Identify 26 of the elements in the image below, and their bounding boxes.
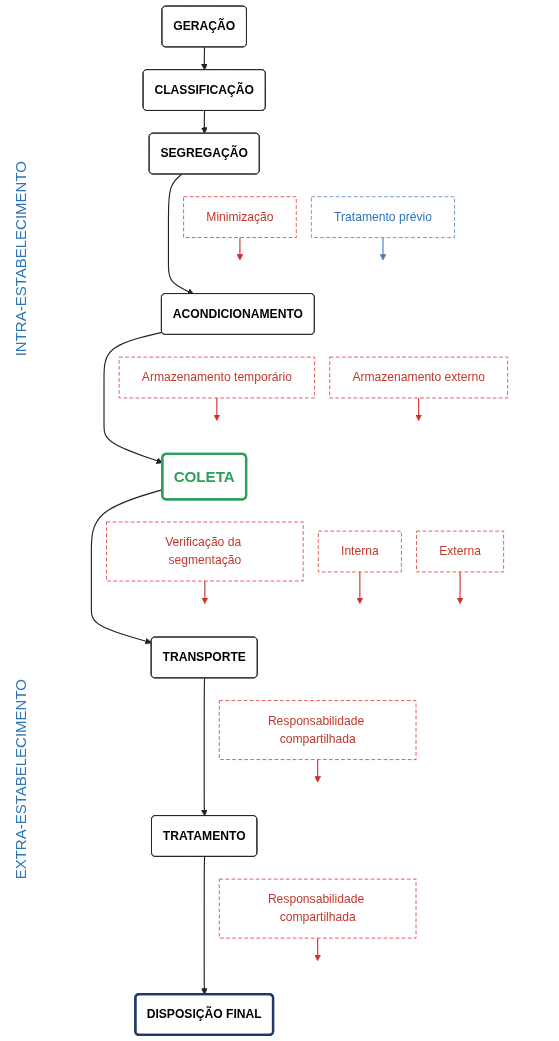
arrow <box>213 397 221 421</box>
node-box: Armazenamento externo <box>329 356 508 399</box>
arrow <box>201 580 209 604</box>
arrow <box>201 110 208 134</box>
node-box: Responsabilidade compartilhada <box>218 700 417 760</box>
arrow <box>356 571 364 604</box>
node-box: Minimização <box>183 196 297 238</box>
arrow <box>379 237 387 261</box>
section-label: INTRA-ESTABELECIMENTO <box>11 161 29 357</box>
arrow <box>103 331 163 464</box>
node-box: Tratamento prévio <box>311 196 455 238</box>
arrow <box>167 173 194 295</box>
arrow <box>201 46 208 71</box>
arrow <box>314 937 321 962</box>
arrow <box>201 856 208 995</box>
section-label: EXTRA-ESTABELECIMENTO <box>11 679 29 880</box>
arrow <box>415 397 422 421</box>
arrow <box>314 759 321 783</box>
node-box: Armazenamento temporário <box>118 356 315 399</box>
arrow <box>236 237 244 261</box>
arrow <box>456 571 464 604</box>
node-box: Interna <box>317 530 402 573</box>
node-box: Responsabilidade compartilhada <box>218 878 417 939</box>
node-box: Verificação da segmentação <box>106 521 304 582</box>
arrow <box>201 677 208 817</box>
node-box: Externa <box>416 530 504 573</box>
